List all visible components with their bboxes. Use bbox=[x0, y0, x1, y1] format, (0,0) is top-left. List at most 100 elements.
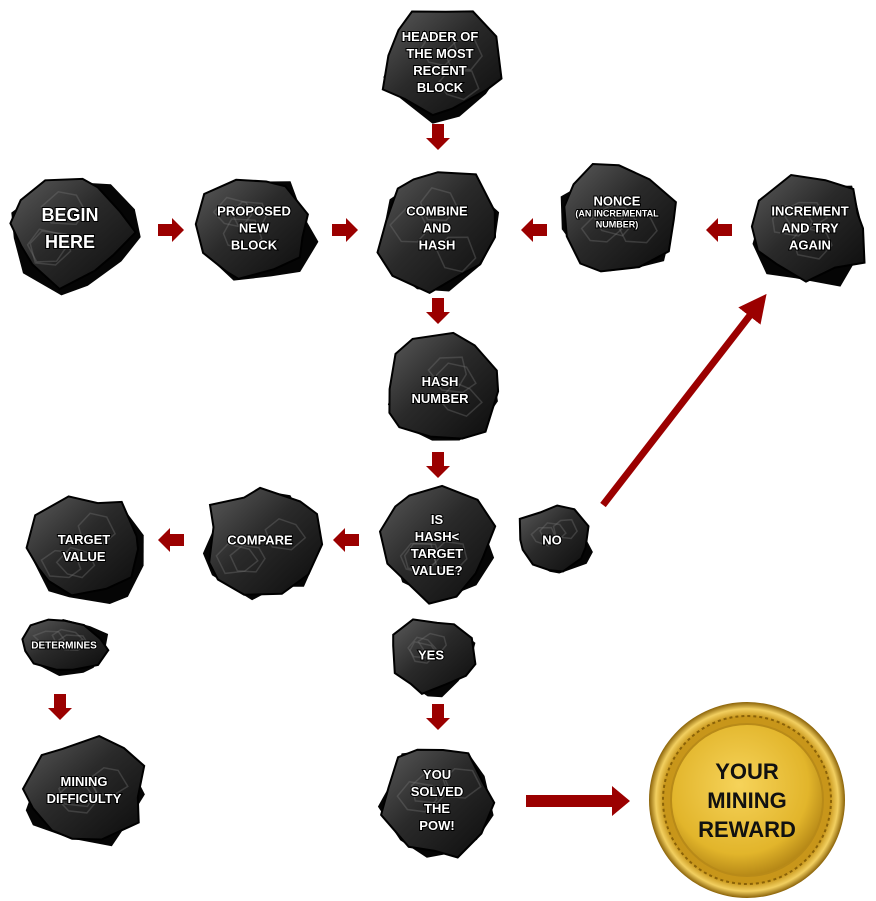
node-target: TARGET VALUE bbox=[25, 495, 144, 604]
rock-facet bbox=[591, 205, 638, 237]
rock-facet bbox=[580, 213, 623, 243]
rock-shape bbox=[518, 504, 590, 573]
arrow-hashnum-to-ishash bbox=[426, 452, 450, 478]
rock-facet bbox=[389, 207, 430, 243]
node-difficulty-label-1: DIFFICULTY bbox=[47, 791, 122, 806]
rock-facet bbox=[264, 517, 307, 551]
rock-facet bbox=[431, 362, 477, 394]
node-target-label-1: VALUE bbox=[62, 549, 105, 564]
coin-inscription-ring bbox=[662, 715, 832, 885]
node-increment: INCREMENT AND TRY AGAIN bbox=[750, 173, 866, 287]
node-proposed-label-0: PROPOSED bbox=[217, 204, 291, 219]
rock-shape bbox=[563, 162, 677, 273]
rock-shape bbox=[376, 171, 497, 295]
rock-facet bbox=[539, 522, 567, 541]
node-nonce-label-0: NONCE bbox=[594, 194, 641, 209]
rock-facet bbox=[427, 356, 468, 388]
node-header-label-0: HEADER OF bbox=[402, 29, 479, 44]
node-yes-label-0: YES bbox=[418, 648, 444, 663]
node-combine: COMBINE AND HASH bbox=[376, 171, 500, 295]
rock-facet bbox=[407, 636, 437, 659]
arrow-determines-to-difficulty bbox=[48, 694, 72, 720]
node-compare: COMPARE bbox=[202, 486, 324, 601]
rock-facet bbox=[437, 69, 480, 101]
rock-facet bbox=[77, 512, 117, 545]
node-determines: DETERMINES bbox=[21, 618, 110, 676]
rock-facet bbox=[32, 630, 66, 647]
node-combine-label-1: AND bbox=[423, 221, 451, 236]
rock-facet bbox=[403, 542, 441, 572]
arrow-begin-to-proposed bbox=[158, 218, 184, 242]
arrow-proposed-to-combine bbox=[332, 218, 358, 242]
node-solved-label-0: YOU bbox=[423, 767, 451, 782]
node-ishash-label-2: TARGET bbox=[411, 546, 464, 561]
node-target-label-0: TARGET bbox=[58, 532, 111, 547]
node-solved-label-1: SOLVED bbox=[411, 784, 464, 799]
node-begin-label-1: HERE bbox=[45, 232, 95, 252]
rock-shape bbox=[381, 10, 503, 117]
rock-facet bbox=[442, 768, 482, 799]
node-compare-label-0: COMPARE bbox=[227, 533, 293, 548]
rock-shape bbox=[194, 178, 309, 280]
rock-shape bbox=[25, 495, 140, 597]
rock-facet bbox=[410, 771, 451, 804]
rock-facet bbox=[230, 201, 267, 231]
node-begin: BEGIN HERE bbox=[9, 177, 141, 296]
arrow-compare-to-target bbox=[158, 528, 184, 552]
rock-facet bbox=[215, 543, 259, 575]
node-begin-label-0: BEGIN bbox=[41, 205, 98, 225]
arrow-solved-to-reward bbox=[526, 786, 630, 816]
arrow-combine-to-hashnum bbox=[426, 298, 450, 324]
node-determines-label-0: DETERMINES bbox=[31, 641, 97, 652]
rock-facet bbox=[54, 781, 98, 814]
node-combine-label-2: HASH bbox=[419, 238, 456, 253]
rock-shape bbox=[750, 173, 866, 283]
node-increment-label-2: AGAIN bbox=[789, 238, 831, 253]
arrow-yes-to-solved bbox=[426, 704, 450, 730]
arrow-nonce-to-combine bbox=[521, 218, 547, 242]
rock-facet bbox=[419, 187, 459, 222]
coin-line-1: YOUR bbox=[715, 759, 779, 784]
rock-facet bbox=[55, 546, 96, 579]
rock-facet bbox=[530, 526, 556, 547]
node-no: NO bbox=[518, 504, 593, 574]
rock-shape bbox=[21, 618, 110, 671]
arrow-header-to-combine bbox=[426, 124, 450, 150]
node-yes: YES bbox=[392, 618, 477, 698]
node-hashnum-label-1: NUMBER bbox=[411, 391, 469, 406]
node-difficulty-label-0: MINING bbox=[61, 774, 108, 789]
node-proposed-label-1: NEW bbox=[239, 221, 270, 236]
node-solved-label-3: POW! bbox=[419, 818, 454, 833]
node-hashnum-label-0: HASH bbox=[422, 374, 459, 389]
rock-facet bbox=[26, 228, 67, 263]
coin-face bbox=[670, 723, 824, 877]
rock-facet bbox=[29, 230, 72, 266]
rock-facet bbox=[436, 236, 477, 273]
node-increment-label-1: AND TRY bbox=[781, 221, 839, 236]
node-ishash-label-1: HASH< bbox=[415, 529, 460, 544]
node-hashnum: HASH NUMBER bbox=[387, 331, 500, 441]
mining-reward-coin: YOUR MINING REWARD bbox=[649, 702, 845, 898]
node-solved-label-2: THE bbox=[424, 801, 450, 816]
node-combine-label-0: COMBINE bbox=[406, 204, 468, 219]
rock-facet bbox=[409, 640, 438, 664]
rock-shape bbox=[21, 735, 146, 841]
rock-facet bbox=[616, 211, 658, 244]
rock-shape bbox=[9, 177, 137, 291]
rock-facet bbox=[780, 201, 829, 231]
rock-facet bbox=[420, 35, 459, 67]
node-header-label-2: RECENT bbox=[413, 63, 467, 78]
node-increment-label-0: INCREMENT bbox=[771, 204, 848, 219]
arrows-layer bbox=[48, 124, 767, 816]
arrow-ishash-to-compare bbox=[333, 528, 359, 552]
rock-facet bbox=[40, 549, 82, 579]
rock-facet bbox=[51, 628, 85, 646]
rock-facet bbox=[212, 196, 253, 228]
rock-shape bbox=[392, 618, 477, 695]
arrow-increment-to-nonce bbox=[706, 218, 732, 242]
